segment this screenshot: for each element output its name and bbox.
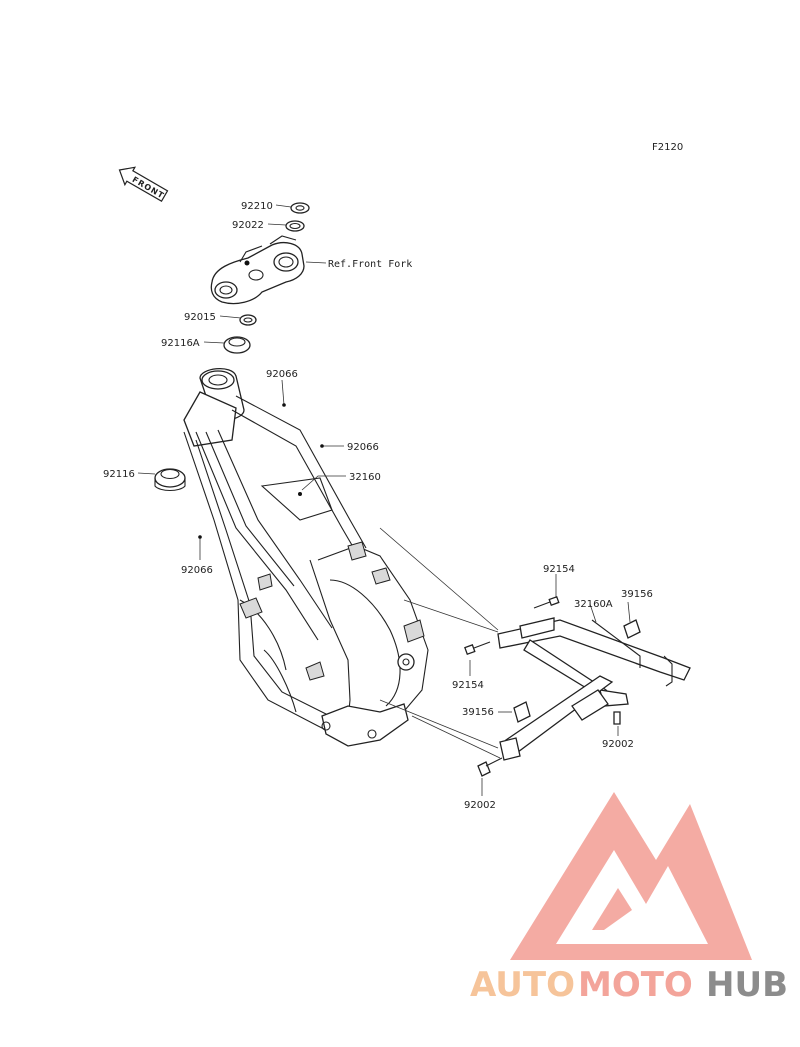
callout-32160A: 32160A	[574, 599, 613, 610]
guide-line	[403, 599, 499, 633]
callout-32160: 32160	[349, 472, 381, 483]
automotohub-logo-icon	[510, 792, 752, 960]
watermark-text-hub: HUB	[706, 965, 788, 1005]
callout-92022: 92022	[232, 220, 264, 231]
callout-92015: 92015	[184, 312, 216, 323]
watermark-text: AUTO MOTO HUB	[470, 965, 788, 1005]
clamp-upper-part	[623, 619, 641, 639]
callout-39156-upper: 39156	[621, 589, 653, 600]
lower-bearing-part	[154, 468, 186, 492]
guide-line	[379, 699, 499, 749]
callout-39156-lower: 39156	[462, 707, 494, 718]
ref-front-fork-label: Ref.Front Fork	[328, 259, 412, 270]
callout-92154-lower: 92154	[452, 680, 484, 691]
callout-92066-top: 92066	[266, 369, 298, 380]
watermark-text-auto: AUTO	[470, 965, 575, 1005]
stem-washer-part	[285, 220, 305, 232]
callout-92002-right: 92002	[602, 739, 634, 750]
callout-92066-mid: 92066	[347, 442, 379, 453]
subframe-part	[497, 617, 691, 761]
callout-92210: 92210	[241, 201, 273, 212]
stem-nut-part	[290, 202, 310, 214]
leader-lines	[137, 204, 631, 796]
watermark-text-moto: MOTO	[578, 965, 693, 1005]
bolt-lower-left-part	[477, 757, 503, 777]
upper-bearing-part	[223, 336, 251, 354]
figure-code: F2120	[652, 142, 683, 153]
callout-92154-upper: 92154	[543, 564, 575, 575]
guide-line	[379, 527, 499, 631]
callout-92002-left: 92002	[464, 800, 496, 811]
bolt-mid-part	[464, 641, 491, 656]
upper-triple-clamp-part	[210, 235, 305, 305]
clamp-lower-part	[513, 701, 531, 723]
callout-92066-left: 92066	[181, 565, 213, 576]
bolt-upper-part	[533, 595, 560, 609]
callout-92116A: 92116A	[161, 338, 200, 349]
bolt-lower-right-part	[613, 711, 621, 725]
guide-line	[411, 715, 501, 759]
stem-collar-part	[239, 314, 257, 326]
callout-92116: 92116	[103, 469, 135, 480]
main-frame-part	[183, 368, 429, 747]
front-arrow-icon: FRONT	[118, 166, 169, 203]
